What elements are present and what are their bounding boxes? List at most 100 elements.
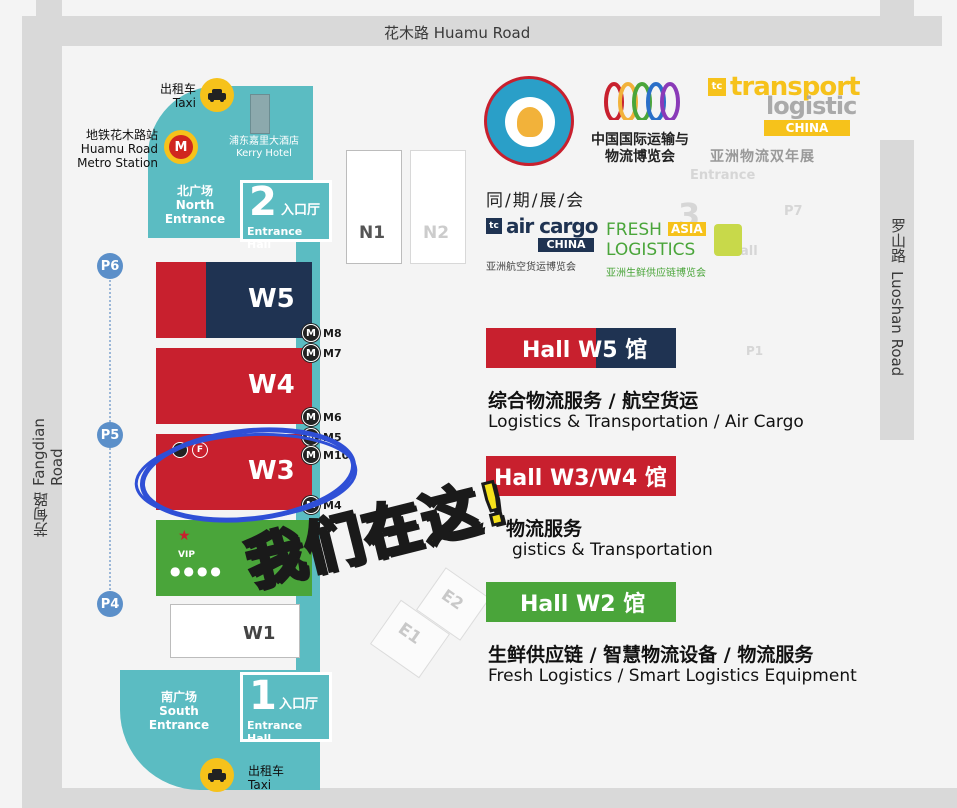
taxi-south-icon xyxy=(200,758,234,792)
metro-label: 地铁花木路站 Huamu Road Metro Station xyxy=(66,128,158,170)
fresh-asia: ASIA xyxy=(668,222,706,236)
hall-w4[interactable]: W4 xyxy=(156,348,312,424)
road-label-fangdian-en: Fangdian Road xyxy=(30,418,66,486)
parking-p4: P4 xyxy=(97,591,123,617)
expo-logo-mark xyxy=(594,76,686,122)
hotel-icon xyxy=(250,94,270,134)
road-label-luoshan: 罗山路 Luoshan Road xyxy=(888,218,909,376)
aircargo-zh: 亚洲航空货运博览会 xyxy=(486,262,576,273)
legend-w2-zh: 生鲜供应链 / 智慧物流设备 / 物流服务 xyxy=(488,644,814,666)
entrance-2-zh: 入口厅 xyxy=(281,203,321,218)
entrance-2-en: Entrance Hall xyxy=(247,225,303,251)
legend-w2-banner: Hall W2 馆 xyxy=(486,582,676,622)
road-label-fangdian: Fangdian Road 芳甸路 xyxy=(30,376,66,537)
entrance-2-num: 2 xyxy=(249,179,277,225)
hall-n2[interactable]: N2 xyxy=(410,150,466,264)
legend-w3w4-en: gistics & Transportation xyxy=(512,540,713,560)
transport-main: transport xyxy=(730,72,861,102)
entrance-hall-2[interactable]: 2 入口厅 Entrance Hall xyxy=(240,179,332,251)
hotel-zh: 浦东嘉里大酒店 xyxy=(229,136,299,147)
taxi-south-en: Taxi xyxy=(248,778,272,792)
transport-country: CHINA xyxy=(764,120,850,136)
aircargo-main: air cargo xyxy=(506,214,598,238)
entrance-1-en: Entrance Hall xyxy=(247,719,303,745)
taxi-north-label: 出租车 Taxi xyxy=(150,82,196,110)
road-luoshan xyxy=(880,140,914,440)
facility-icons: ●●●● xyxy=(170,564,224,578)
road-top-right xyxy=(880,0,914,46)
entrance-hall-1[interactable]: 1 入口厅 Entrance Hall xyxy=(240,672,332,745)
hall-e2-label: E2 xyxy=(438,585,468,614)
south-plaza-en1: South xyxy=(159,704,199,718)
legend-w5-en: Logistics & Transportation / Air Cargo xyxy=(488,412,804,432)
metro-en1: Huamu Road xyxy=(80,142,158,156)
legend-w3w4-zh: 物流服务 xyxy=(506,518,583,540)
metro-m-icon: M xyxy=(302,344,320,362)
expo-zh2: 物流博览会 xyxy=(605,149,675,165)
aircargo-country: CHINA xyxy=(538,238,594,252)
transport-logistic-logo: tc transport logistic CHINA 亚洲物流双年展 xyxy=(708,72,861,165)
hall-n2-label: N2 xyxy=(423,223,450,243)
hotel-en: Kerry Hotel xyxy=(236,148,292,159)
hall-w1[interactable]: W1 xyxy=(170,604,300,658)
logistics-week-logo xyxy=(484,76,574,166)
hall-w1-label: W1 xyxy=(243,623,276,644)
road-label-fangdian-zh: 芳甸路 xyxy=(32,492,50,537)
taxi-north-zh: 出租车 xyxy=(159,82,196,96)
hall-w5-label: W5 xyxy=(248,284,295,314)
fresh-1: FRESH xyxy=(606,220,662,240)
ghost-p1: P1 xyxy=(746,344,764,358)
road-label-huamu: 花木路 Huamu Road xyxy=(384,24,531,42)
ghost-all: all xyxy=(740,244,758,259)
metro-icon: M xyxy=(164,130,198,164)
north-plaza-zh: 北广场 xyxy=(176,184,213,198)
star-icon: ★ xyxy=(178,528,191,544)
north-plaza-en1: North xyxy=(175,198,215,212)
road-fangdian xyxy=(22,16,62,796)
vip-icon: VIP xyxy=(178,550,195,560)
south-plaza-label: 南广场 South Entrance xyxy=(144,690,214,732)
north-plaza-en2: Entrance xyxy=(164,212,226,226)
fresh-cubes xyxy=(714,224,742,256)
road-huamu xyxy=(22,16,942,46)
ghost-p7: P7 xyxy=(784,204,803,219)
legend-w5-banner: Hall W5 馆 xyxy=(486,328,676,368)
fresh-2: LOGISTICS xyxy=(606,240,696,260)
hall-n1-label: N1 xyxy=(359,223,386,243)
entrance-1-zh: 入口厅 xyxy=(279,697,319,712)
taxi-south-zh: 出租车 xyxy=(248,764,285,778)
metro-en2: Metro Station xyxy=(77,156,158,170)
hall-w2[interactable]: ★ VIP ●●●● xyxy=(156,520,312,596)
metro-m-icon: M xyxy=(302,324,320,342)
legend-w3w4-banner: Hall W3/W4 馆 xyxy=(486,456,676,496)
taxi-south-label: 出租车 Taxi xyxy=(248,764,284,792)
air-cargo-logo: tc air cargo CHINA 亚洲航空货运博览会 xyxy=(486,214,598,274)
parking-p6: P6 xyxy=(97,253,123,279)
hall-w5[interactable]: W5 xyxy=(156,262,312,338)
fresh-asia-logo: FRESH ASIA LOGISTICS 亚洲生鲜供应链博览会 xyxy=(606,220,746,280)
parking-p5: P5 xyxy=(97,422,123,448)
taxi-north-en: Taxi xyxy=(172,96,196,110)
road-label-luoshan-zh: 罗山路 xyxy=(889,218,907,263)
ghost-entrance: Entrance xyxy=(690,168,756,183)
legend-w5-zh: 综合物流服务 / 航空货运 xyxy=(488,390,699,412)
transport-sub: logistic xyxy=(766,92,857,120)
hall-w3-label: W3 xyxy=(248,456,295,486)
south-plaza-zh: 南广场 xyxy=(160,690,197,704)
highlight-circle xyxy=(134,427,358,523)
transport-tc: tc xyxy=(708,78,726,96)
expo-zh1: 中国国际运输与 xyxy=(591,132,689,148)
hall-n1[interactable]: N1 xyxy=(346,150,402,264)
fresh-zh: 亚洲生鲜供应链博览会 xyxy=(606,268,706,279)
concurrent-label: 同/期/展/会 xyxy=(486,191,586,211)
hotel-label: 浦东嘉里大酒店 Kerry Hotel xyxy=(224,136,304,160)
road-label-luoshan-en: Luoshan Road xyxy=(888,271,906,377)
expo-logo-text: 中国国际运输与 物流博览会 xyxy=(586,132,694,166)
road-bottom xyxy=(22,788,957,808)
hall-e1-label: E1 xyxy=(394,618,425,649)
aircargo-tc: tc xyxy=(486,218,502,234)
